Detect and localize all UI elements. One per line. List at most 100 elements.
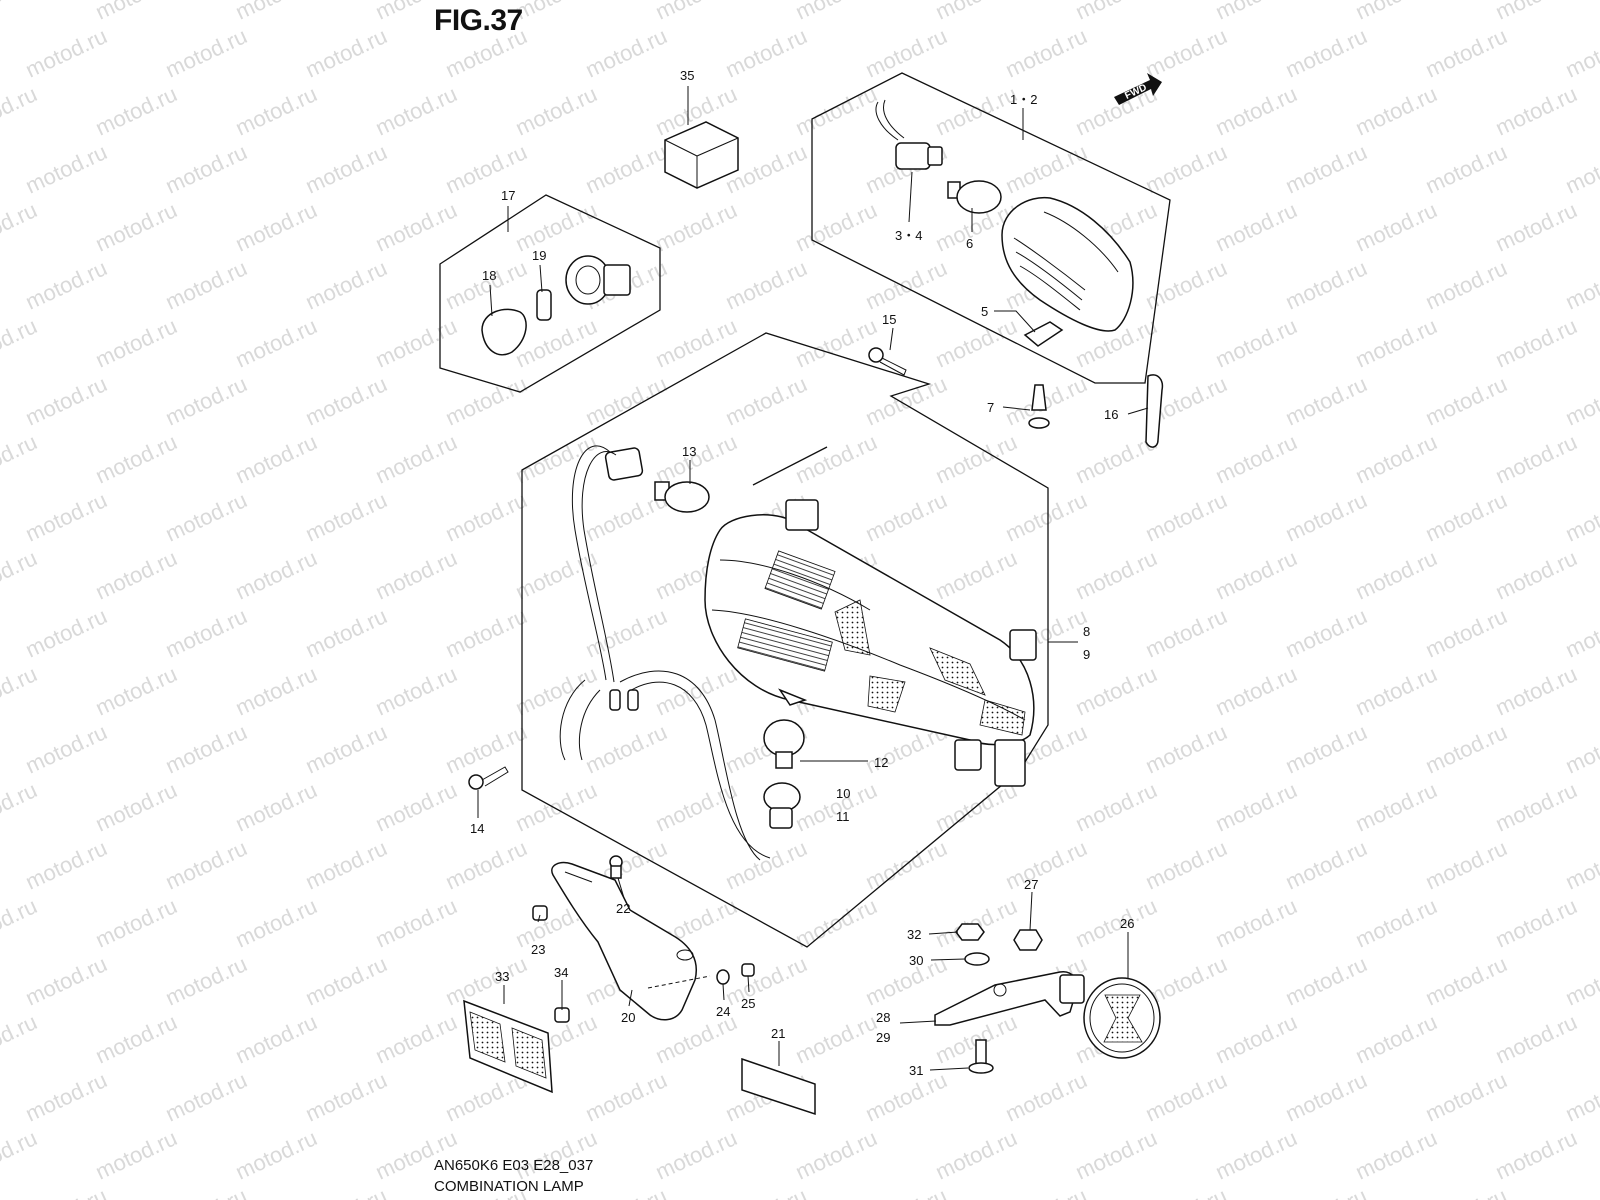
relay-part: [664, 121, 739, 189]
watermark-text: motod.ru: [1072, 545, 1161, 604]
watermark-text: motod.ru: [1212, 893, 1301, 952]
bracket-28-29: [934, 971, 1085, 1026]
watermark-text: motod.ru: [92, 313, 181, 372]
callout-22: 22: [616, 901, 630, 916]
watermark-text: motod.ru: [1492, 545, 1581, 604]
watermark-text: motod.ru: [372, 429, 461, 488]
watermark-text: motod.ru: [442, 719, 531, 778]
wiring-harness: [559, 445, 771, 861]
watermark-text: motod.ru: [1002, 1067, 1091, 1126]
watermark-text: motod.ru: [1282, 487, 1371, 546]
watermark-text: motod.ru: [1212, 0, 1301, 25]
watermark-text: motod.ru: [1562, 603, 1600, 662]
washer-30: [964, 952, 990, 966]
watermark-text: motod.ru: [1002, 139, 1091, 198]
watermark-text: motod.ru: [1352, 429, 1441, 488]
watermark-text: motod.ru: [302, 255, 391, 314]
watermark-text: motod.ru: [1282, 1067, 1371, 1126]
watermark-text: motod.ru: [512, 0, 601, 25]
watermark-text: motod.ru: [932, 893, 1021, 952]
watermark-text: motod.ru: [1492, 1125, 1581, 1184]
watermark-text: motod.ru: [22, 23, 111, 82]
callout-25: 25: [741, 996, 755, 1011]
callout-31: 31: [909, 1063, 923, 1078]
watermark-text: motod.ru: [932, 429, 1021, 488]
watermark-text: motod.ru: [1352, 545, 1441, 604]
callout-30: 30: [909, 953, 923, 968]
watermark-text: motod.ru: [1422, 139, 1511, 198]
watermark-text: motod.ru: [92, 1125, 181, 1184]
callout-16: 16: [1104, 407, 1118, 422]
watermark-text: motod.ru: [652, 0, 741, 25]
watermark-text: motod.ru: [162, 719, 251, 778]
watermark-text: motod.ru: [372, 1125, 461, 1184]
watermark-text: motod.ru: [22, 1183, 111, 1200]
callout-29: 29: [876, 1030, 890, 1045]
socket-10-11: [763, 782, 801, 829]
watermark-text: motod.ru: [1072, 893, 1161, 952]
watermark-text: motod.ru: [162, 835, 251, 894]
callout-5: 5: [981, 304, 988, 319]
watermark-text: motod.ru: [232, 197, 321, 256]
watermark-text: motod.ru: [442, 255, 531, 314]
callout-19: 19: [532, 248, 546, 263]
watermark-text: motod.ru: [862, 1183, 951, 1200]
watermark-text: motod.ru: [722, 255, 811, 314]
watermark-text: motod.ru: [372, 893, 461, 952]
callout-17: 17: [501, 188, 515, 203]
nut-23: [532, 905, 548, 921]
figure-title: FIG.37: [434, 4, 523, 37]
watermark-text: motod.ru: [92, 661, 181, 720]
watermark-text: motod.ru: [302, 23, 391, 82]
watermark-text: motod.ru: [92, 81, 181, 140]
watermark-text: motod.ru: [1562, 371, 1600, 430]
callout-14: 14: [470, 821, 484, 836]
watermark-text: motod.ru: [1072, 777, 1161, 836]
watermark-text: motod.ru: [92, 893, 181, 952]
watermark-text: motod.ru: [232, 661, 321, 720]
watermark-text: motod.ru: [372, 661, 461, 720]
watermark-text: motod.ru: [22, 719, 111, 778]
watermark-text: motod.ru: [232, 0, 321, 25]
watermark-text: motod.ru: [1142, 835, 1231, 894]
nut-27: [1013, 929, 1043, 951]
watermark-text: motod.ru: [652, 313, 741, 372]
watermark-text: motod.ru: [862, 255, 951, 314]
watermark-text: motod.ru: [1282, 719, 1371, 778]
bracket-20: [551, 861, 697, 1021]
watermark-text: motod.ru: [1352, 197, 1441, 256]
watermark-text: motod.ru: [582, 23, 671, 82]
screw-7: [1028, 384, 1050, 429]
watermark-text: motod.ru: [1562, 255, 1600, 314]
watermark-text: motod.ru: [792, 1009, 881, 1068]
watermark-text: motod.ru: [1142, 719, 1231, 778]
watermark-text: motod.ru: [722, 951, 811, 1010]
callout-15: 15: [882, 312, 896, 327]
watermark-text: motod.ru: [1212, 777, 1301, 836]
bolt-31: [968, 1039, 994, 1074]
watermark-text: motod.ru: [232, 1125, 321, 1184]
watermark-text: motod.ru: [0, 777, 41, 836]
callout-18: 18: [482, 268, 496, 283]
watermark-text: motod.ru: [162, 23, 251, 82]
watermark-text: motod.ru: [302, 951, 391, 1010]
watermark-text: motod.ru: [1212, 313, 1301, 372]
watermark-text: motod.ru: [582, 371, 671, 430]
watermark-text: motod.ru: [652, 1125, 741, 1184]
watermark-text: motod.ru: [512, 661, 601, 720]
watermark-text: motod.ru: [722, 1183, 811, 1200]
watermark-text: motod.ru: [512, 1125, 601, 1184]
watermark-text: motod.ru: [162, 371, 251, 430]
watermark-text: motod.ru: [1282, 603, 1371, 662]
watermark-text: motod.ru: [792, 0, 881, 25]
watermark-text: motod.ru: [1492, 197, 1581, 256]
watermark-text: motod.ru: [1212, 545, 1301, 604]
watermark-text: motod.ru: [1562, 1183, 1600, 1200]
watermark-text: motod.ru: [232, 777, 321, 836]
watermark-text: motod.ru: [652, 197, 741, 256]
watermark-text: motod.ru: [1142, 23, 1231, 82]
watermark-text: motod.ru: [1492, 0, 1581, 25]
watermark-text: motod.ru: [722, 23, 811, 82]
watermark-text: motod.ru: [1212, 197, 1301, 256]
